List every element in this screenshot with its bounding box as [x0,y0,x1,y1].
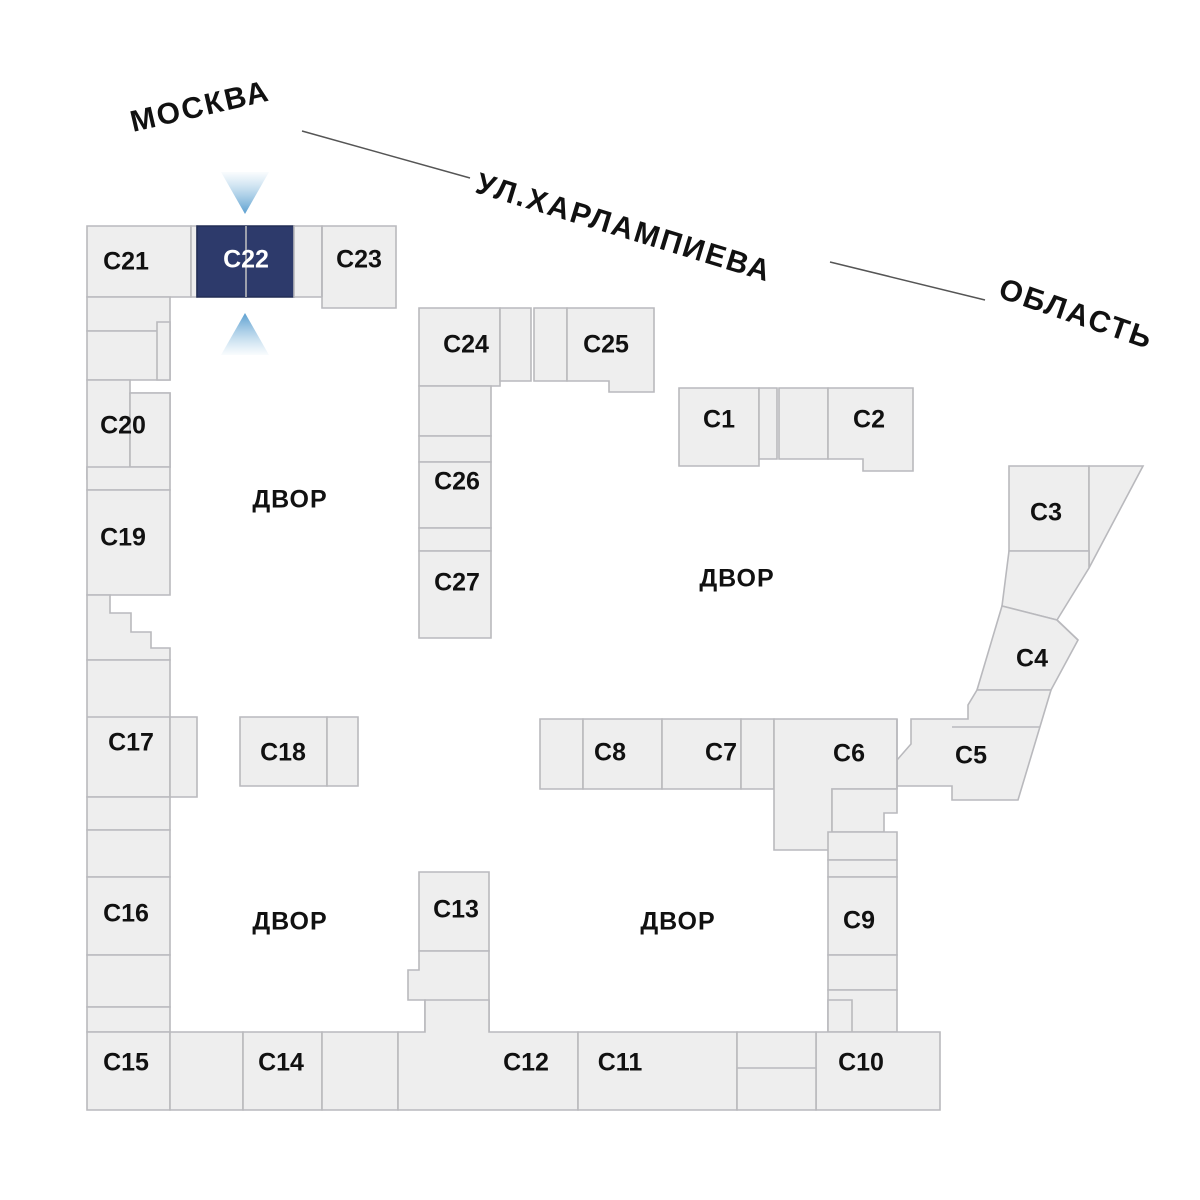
building-shape-c2-annex[interactable] [778,387,829,460]
building-shape-west-seg4[interactable] [86,796,171,831]
building-shape-west-seg7[interactable] [86,1006,171,1033]
building-label-C19: C19 [100,524,146,552]
building-label-C10: C10 [838,1049,884,1077]
building-shape-c9-seg2[interactable] [827,859,898,878]
building-shape-C24[interactable] [418,307,501,387]
building-shape-c14-annex[interactable] [321,1031,399,1111]
building-label-C23: C23 [336,246,382,274]
building-label-C7: C7 [705,739,737,767]
building-shape-mid-seg3[interactable] [418,527,492,552]
block-c18 [239,716,359,787]
block-west-wing [86,296,198,1033]
building-label-C17: C17 [108,729,154,757]
block-east-wing-c9-c10 [815,831,941,1111]
building-shape-c9-seg3[interactable] [827,954,898,991]
building-label-C15: C15 [103,1049,149,1077]
building-shape-west-seg5[interactable] [86,829,171,878]
building-shape-c18-annex[interactable] [326,716,359,787]
building-label-C13: C13 [433,896,479,924]
street-moskva: МОСКВА [127,75,273,139]
courtyard-labels: ДВОР ДВОР ДВОР ДВОР [252,486,774,936]
building-shape-mid-seg2[interactable] [418,435,492,463]
yard-north-west: ДВОР [252,486,327,514]
yard-south-east: ДВОР [640,908,715,936]
building-label-C14: C14 [258,1049,304,1077]
street-leader-lines [301,130,986,301]
building-shape-c15-annex[interactable] [169,1031,244,1111]
block-north-c21-c23 [86,225,397,309]
building-label-C3: C3 [1030,499,1062,527]
building-label-C27: C27 [434,569,480,597]
building-label-C4: C4 [1016,645,1048,673]
building-label-C26: C26 [434,468,480,496]
block-middle-c24-c27 [418,307,655,639]
building-shape-c9-seg1[interactable] [827,831,898,861]
block-south-row [86,999,817,1111]
building-label-C9: C9 [843,907,875,935]
building-shape-mid-seg1[interactable] [418,385,492,437]
building-shape-c7-annex[interactable] [740,718,775,790]
building-shape-c6-step[interactable] [831,788,898,833]
building-shape-c21-annex[interactable] [190,225,198,298]
building-shape-C25[interactable] [566,307,655,393]
building-label-C12: C12 [503,1049,549,1077]
building-label-C24: C24 [443,331,489,359]
building-label-C25: C25 [583,331,629,359]
building-label-C20: C20 [100,412,146,440]
building-label-C6: C6 [833,740,865,768]
building-label-C2: C2 [853,406,885,434]
building-shape-c3-annex[interactable] [1088,465,1145,569]
building-shape-west-notch-a[interactable] [156,321,171,381]
building-label-C1: C1 [703,406,735,434]
yard-north-east: ДВОР [699,565,774,593]
building-shape-west-stairs[interactable] [86,594,171,661]
building-shape-C2[interactable] [827,387,914,472]
building-shape-west-seg3[interactable] [86,466,171,491]
building-shape-C4[interactable] [975,605,1079,691]
building-shape-C19[interactable] [86,489,171,596]
building-shape-east-seg[interactable] [1001,550,1090,621]
building-shape-C1[interactable] [678,387,760,467]
building-label-C22: C22 [223,246,269,274]
building-shape-c25-annex[interactable] [533,307,568,382]
building-label-C21: C21 [103,248,149,276]
block-east-c3-c5 [896,465,1145,801]
building-label-C11: C11 [598,1049,643,1077]
marker-arrow-down [221,172,269,214]
building-shape-c8-annex-left[interactable] [539,718,584,790]
building-label-C18: C18 [260,739,306,767]
yard-south-west: ДВОР [252,908,327,936]
marker-arrow-up [221,313,269,355]
building-shape-C27[interactable] [418,550,492,639]
building-label-C5: C5 [955,742,987,770]
building-shape-c9-notch[interactable] [827,999,853,1033]
building-label-C8: C8 [594,739,626,767]
building-shape-c22-annex[interactable] [293,225,323,298]
building-shape-c17-annex[interactable] [169,716,198,798]
block-northeast-c1-c2 [678,387,914,472]
building-shape-c11-annex[interactable] [736,1031,817,1111]
building-shape-west-seg6[interactable] [86,954,171,1008]
building-shape-c1-annex[interactable] [758,387,778,460]
building-shape-c24-annex[interactable] [499,307,532,382]
building-shape-C12[interactable] [397,999,579,1111]
street-kharlampieva: УЛ.ХАРЛАМПИЕВА [472,167,776,288]
street-oblast: ОБЛАСТЬ [995,272,1158,356]
block-middle-row-c6-c8 [539,718,898,851]
building-label-C16: C16 [103,900,149,928]
